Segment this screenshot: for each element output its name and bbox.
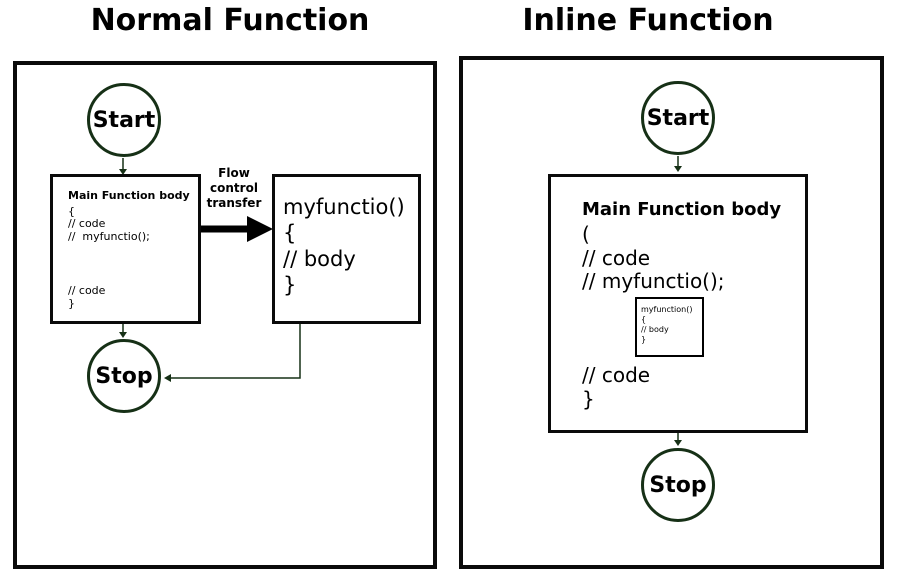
flow-control-label-line-2: control: [210, 181, 258, 195]
normal-main-line-3: // myfunctio();: [68, 230, 150, 243]
normal-main-line-2: // code: [68, 217, 106, 230]
inline-main-tail-1: // code: [582, 363, 651, 387]
inline-start-label: Start: [646, 105, 710, 131]
inline-main-title: Main Function body: [582, 199, 782, 220]
inline-start-to-main-arrowhead: [674, 166, 682, 172]
return-path-connector: [170, 323, 301, 379]
inline-main-tail-2: }: [582, 387, 595, 411]
normal-main-tail-2: }: [68, 297, 75, 310]
flow-control-label: Flow control transfer: [200, 166, 268, 211]
return-path-arrowhead: [164, 374, 171, 382]
normal-main-function-box: Main Function body { // code // myfuncti…: [50, 174, 201, 324]
inline-inner-line-1: myfunction(): [641, 305, 693, 314]
myfunctio-line-4: }: [283, 273, 297, 297]
normal-main-title: Main Function body: [68, 189, 190, 202]
inline-function-title: Inline Function: [522, 3, 774, 38]
inline-inner-line-2: {: [641, 315, 647, 324]
myfunctio-line-3: // body: [283, 247, 356, 271]
inline-function-panel: [459, 56, 884, 569]
normal-function-panel: [13, 61, 437, 569]
normal-main-tail-1: // code: [68, 284, 106, 297]
flow-control-label-line-3: transfer: [206, 196, 262, 210]
normal-main-line-1: {: [68, 205, 75, 218]
inline-inner-line-3: // body: [641, 325, 669, 334]
normal-stop-node: Stop: [87, 339, 161, 413]
normal-stop-label: Stop: [95, 363, 153, 389]
main-to-stop-arrowhead: [119, 332, 127, 338]
inline-stop-label: Stop: [649, 472, 707, 498]
inline-main-line-1: (: [582, 222, 590, 246]
inline-start-node: Start: [641, 81, 715, 155]
inline-main-line-2: // code: [582, 246, 651, 270]
normal-function-title: Normal Function: [90, 3, 370, 38]
start-to-main-arrowhead: [119, 169, 127, 175]
normal-start-node: Start: [87, 83, 161, 157]
inline-inner-line-4: }: [641, 335, 647, 344]
flow-control-label-line-1: Flow: [218, 166, 250, 180]
flow-control-arrowhead: [247, 216, 273, 242]
inline-main-line-3: // myfunctio();: [582, 269, 725, 293]
inline-expanded-function-box: myfunction() { // body }: [635, 297, 704, 357]
inline-stop-node: Stop: [641, 448, 715, 522]
myfunctio-line-2: {: [283, 221, 297, 245]
myfunctio-box: myfunctio() { // body }: [272, 174, 421, 324]
inline-main-function-box: Main Function body ( // code // myfuncti…: [548, 174, 808, 433]
normal-start-label: Start: [92, 107, 156, 133]
inline-main-to-stop-arrowhead: [674, 440, 682, 446]
myfunctio-line-1: myfunctio(): [283, 195, 405, 219]
